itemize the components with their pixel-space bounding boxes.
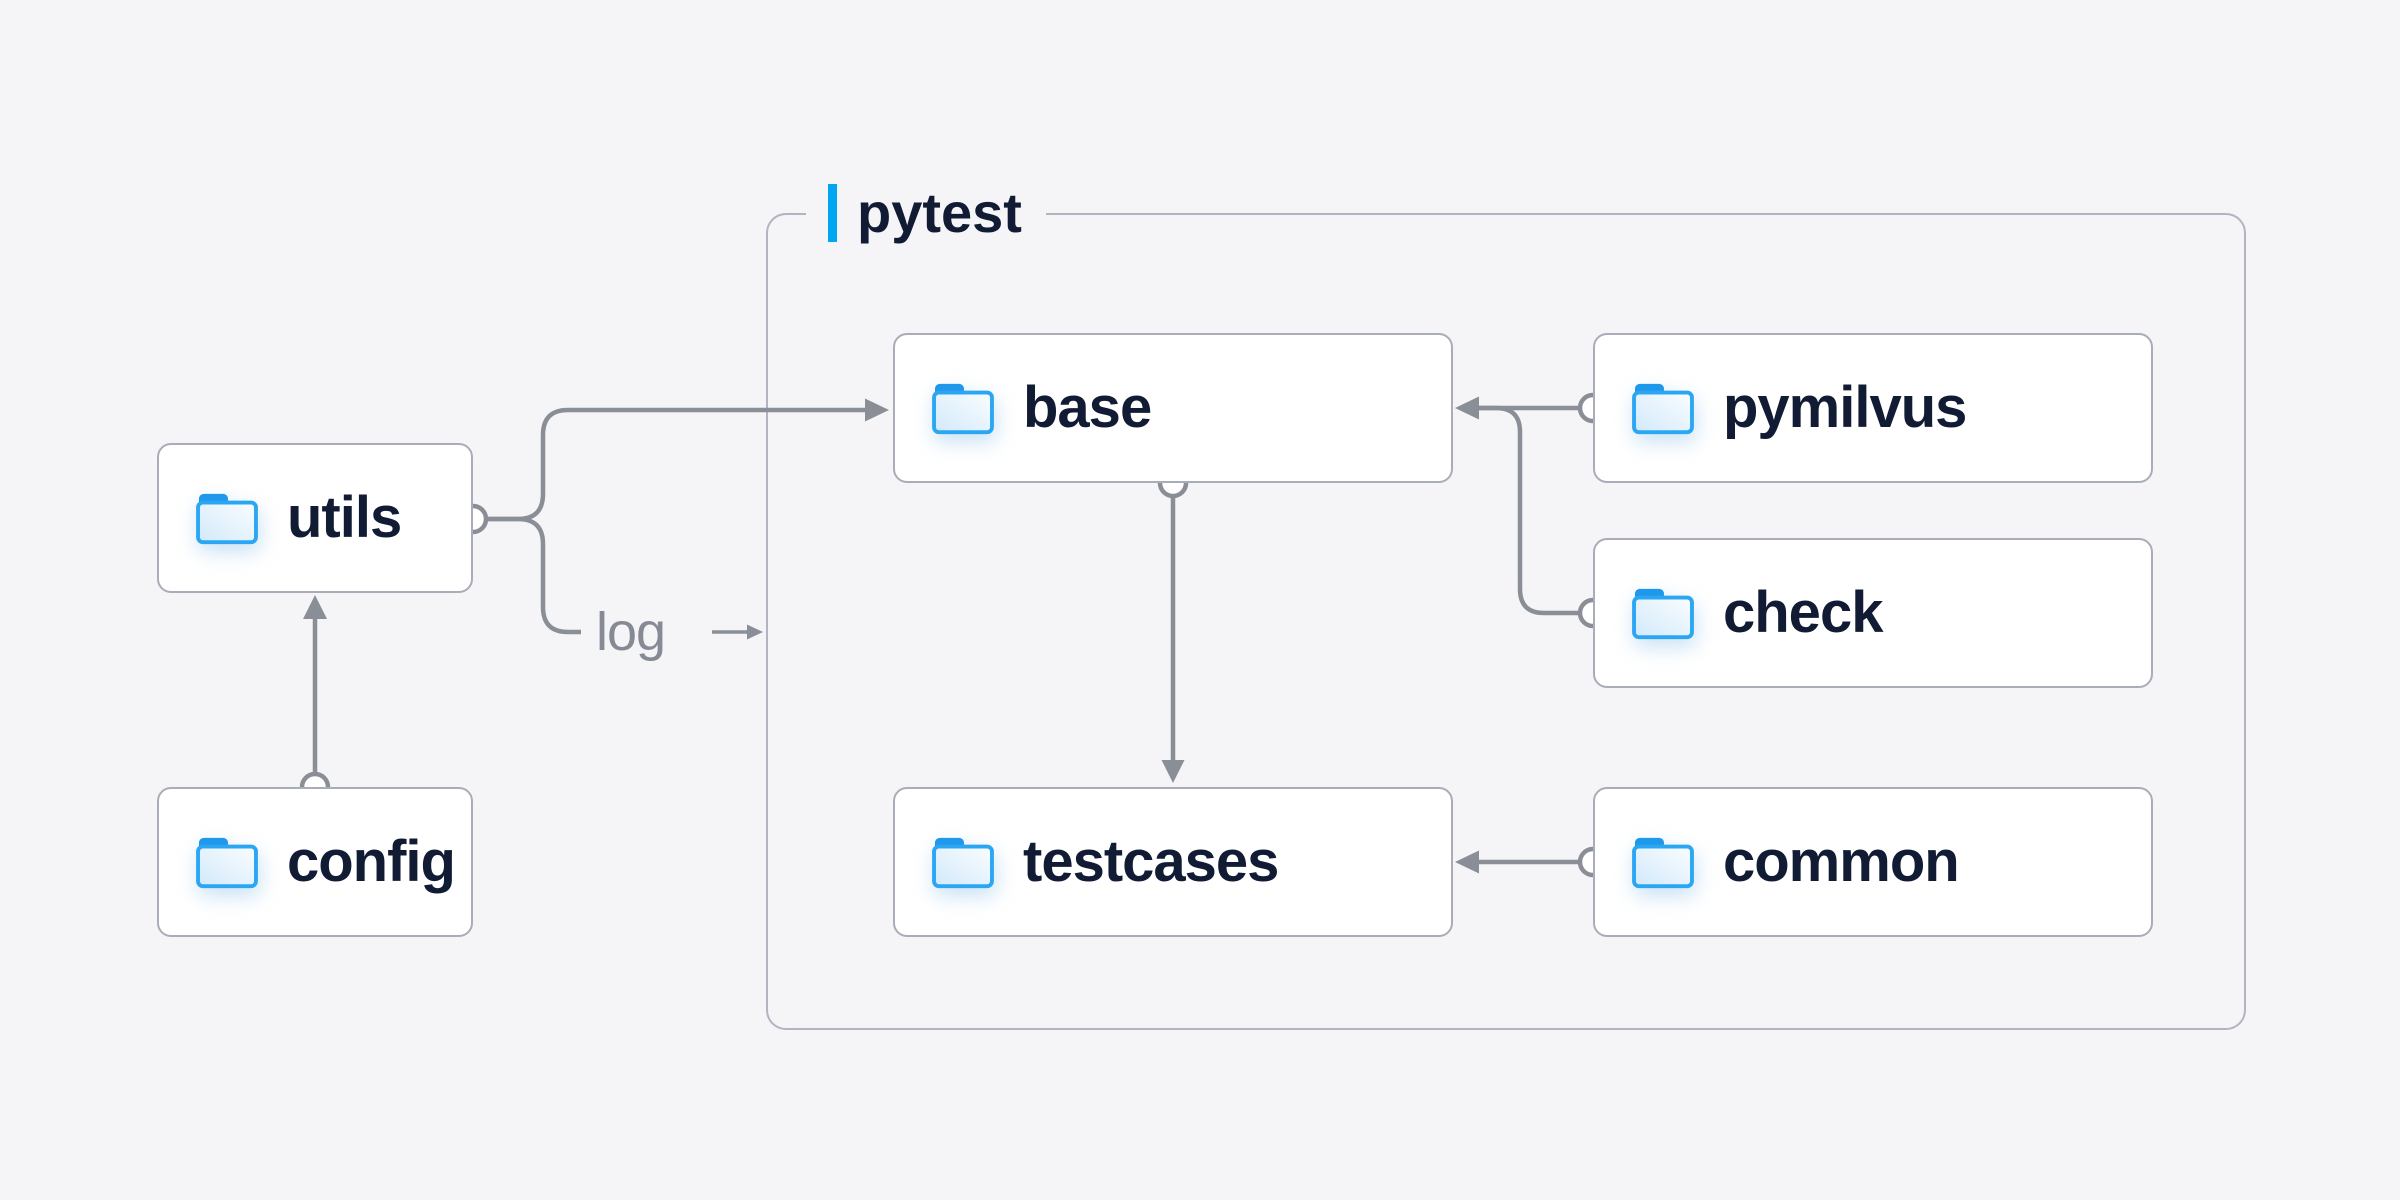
pytest-container [766, 213, 2246, 1030]
node-label-testcases: testcases [1023, 829, 1279, 894]
node-testcases: testcases [893, 787, 1453, 937]
node-common: common [1593, 787, 2153, 937]
edge-utils-log [486, 516, 581, 635]
folder-icon [1631, 585, 1695, 641]
pytest-container-label: pytest [806, 184, 1046, 242]
node-utils: utils [157, 443, 473, 593]
folder-icon [931, 380, 995, 436]
node-label-config: config [287, 829, 456, 894]
arrowhead-log [747, 624, 763, 640]
accent-bar [828, 184, 837, 242]
arrowhead-up-into-utils [303, 595, 327, 619]
pytest-container-label-text: pytest [857, 181, 1022, 244]
node-label-utils: utils [287, 485, 402, 550]
folder-icon [195, 834, 259, 890]
node-config: config [157, 787, 473, 937]
folder-icon [195, 490, 259, 546]
node-base: base [893, 333, 1453, 483]
node-label-common: common [1723, 829, 1960, 894]
node-pymilvus: pymilvus [1593, 333, 2153, 483]
edge-label-log: log [596, 602, 666, 662]
node-label-check: check [1723, 580, 1883, 645]
folder-icon [1631, 834, 1695, 890]
node-label-base: base [1023, 375, 1152, 440]
node-check: check [1593, 538, 2153, 688]
folder-icon [931, 834, 995, 890]
node-label-pymilvus: pymilvus [1723, 375, 1967, 440]
folder-icon [1631, 380, 1695, 436]
